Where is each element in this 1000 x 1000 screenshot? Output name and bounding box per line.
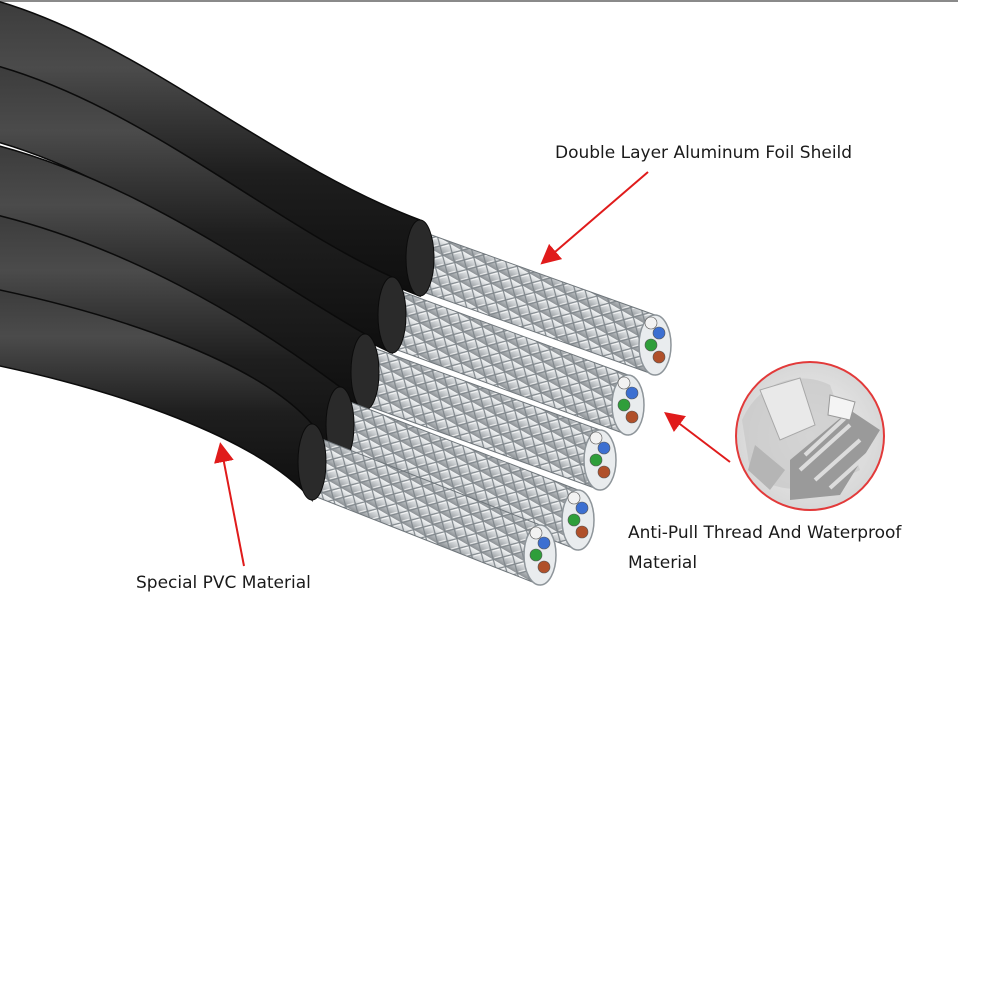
cable-1 [0, 0, 672, 376]
arrow-pvc [214, 442, 245, 567]
arrow-foil [540, 171, 649, 265]
arrow-anti-pull [664, 411, 731, 463]
label-anti-pull-line1: Anti-Pull Thread And Waterproof [628, 523, 902, 543]
foil-inset [735, 361, 885, 511]
cable-2 [0, 65, 645, 436]
label-foil-shield: Double Layer Aluminum Foil Sheild [555, 143, 853, 163]
label-anti-pull-line2: Material [628, 553, 698, 573]
top-border [0, 0, 958, 2]
cable-5 [0, 289, 557, 586]
label-pvc-material: Special PVC Material [136, 573, 311, 593]
callout-arrows [214, 171, 731, 567]
